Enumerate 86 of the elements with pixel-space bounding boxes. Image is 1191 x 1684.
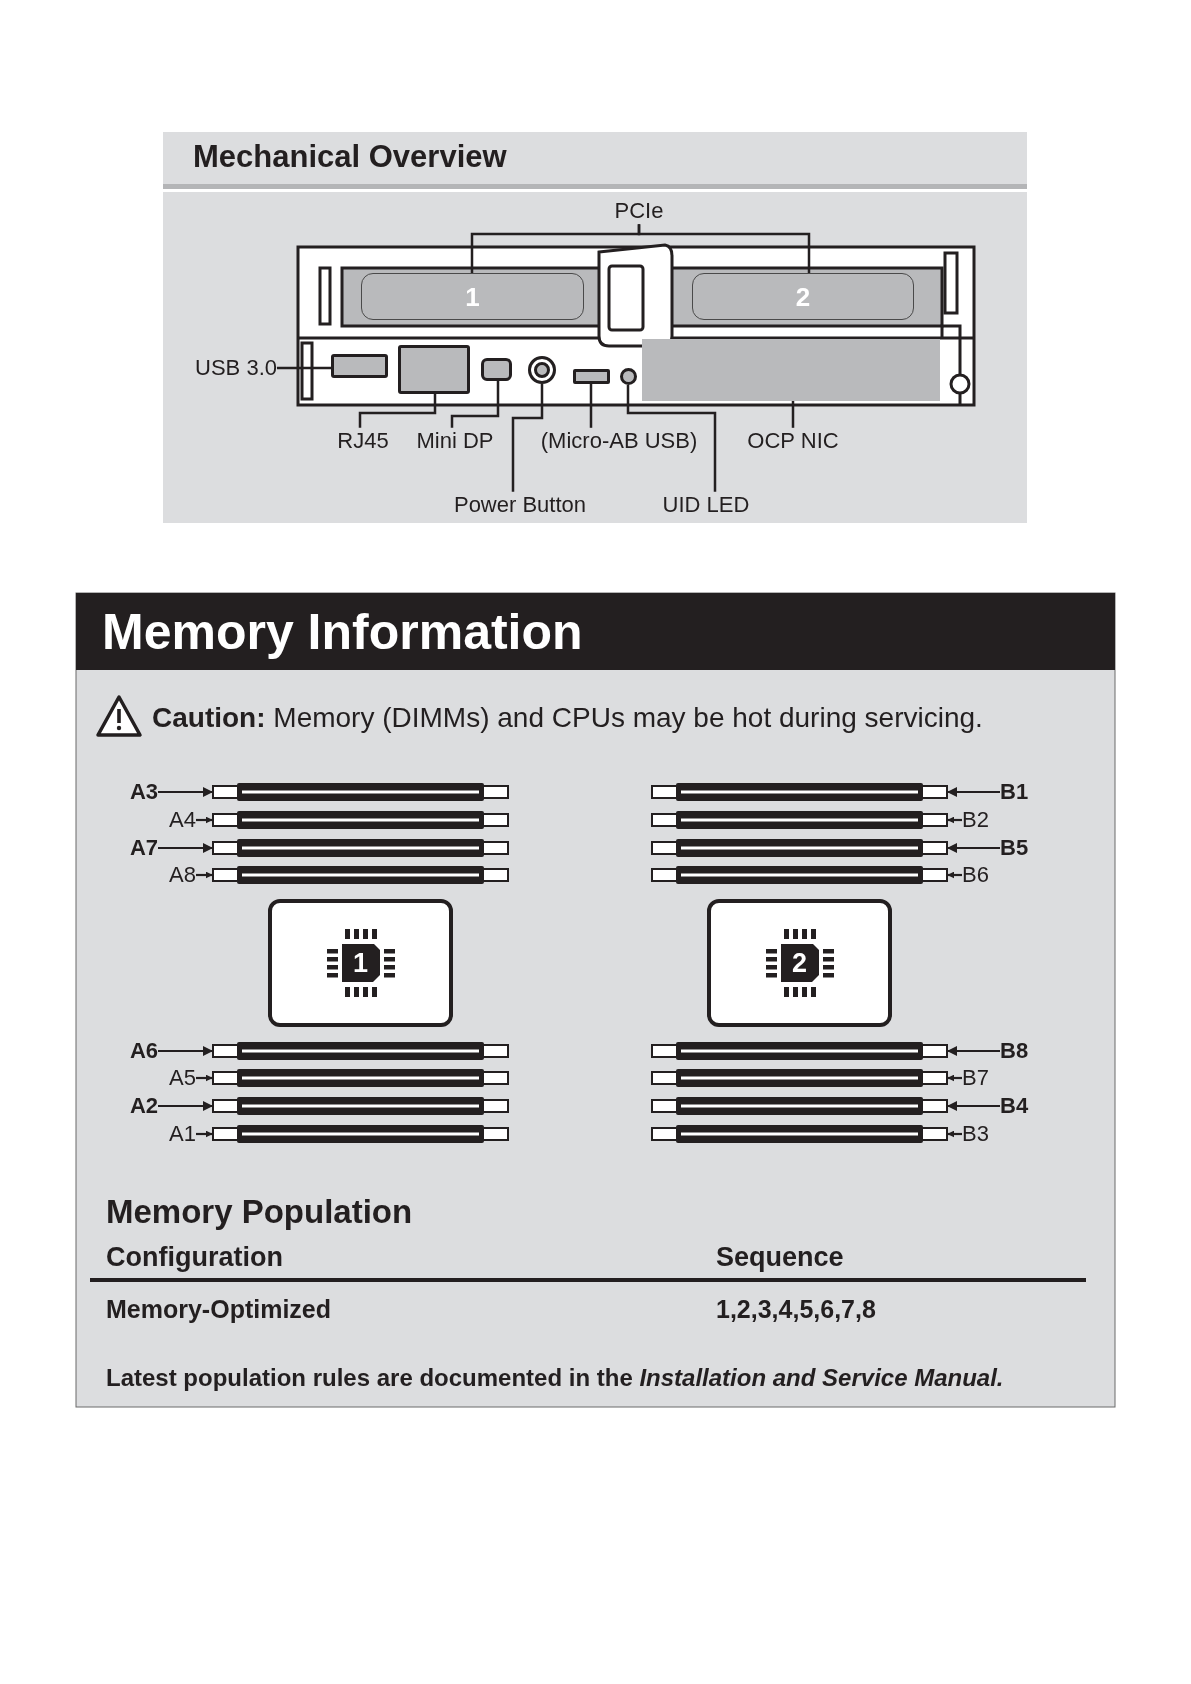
arrow xyxy=(158,843,213,853)
arrow xyxy=(158,1101,213,1111)
leader-line xyxy=(450,381,500,428)
slot-label: A3 xyxy=(129,778,158,806)
dimm-slot xyxy=(212,1069,509,1087)
cpu-number: 1 xyxy=(353,949,368,977)
slot-label: A4 xyxy=(169,806,196,834)
leader-line xyxy=(626,385,717,492)
column-header: Sequence xyxy=(716,1240,844,1274)
cpu-socket xyxy=(707,899,892,1027)
cpu-socket xyxy=(268,899,453,1027)
dimm-slot xyxy=(212,811,509,829)
slot-label: B3 xyxy=(962,1120,989,1148)
arrow xyxy=(196,1074,213,1082)
slot-label: A6 xyxy=(129,1037,158,1065)
table-heading: Memory Population xyxy=(106,1192,413,1232)
arrow xyxy=(196,1130,213,1138)
arrow xyxy=(947,1130,962,1138)
slot-label: B6 xyxy=(962,861,989,889)
arrow xyxy=(947,871,962,879)
leader-line xyxy=(791,401,795,428)
slot-label: A5 xyxy=(169,1064,196,1092)
footnote: Latest population rules are documented in the Installation and Service Manual. xyxy=(106,1363,1004,1393)
nic-bay xyxy=(642,339,940,401)
slot-number: 2 xyxy=(795,283,811,310)
usb-port xyxy=(573,369,610,384)
dimm-slot xyxy=(212,1125,509,1143)
arrow xyxy=(947,787,1000,797)
dimm-slot xyxy=(651,1042,948,1060)
dimm-slot xyxy=(212,783,509,801)
slot-label: A7 xyxy=(129,834,158,862)
table-cell: Memory-Optimized xyxy=(106,1294,332,1324)
slot-label: A1 xyxy=(169,1120,196,1148)
pcie-slot xyxy=(692,273,914,320)
rj45-port xyxy=(398,345,470,394)
slot-label: B8 xyxy=(1000,1037,1029,1065)
arrow xyxy=(947,1074,962,1082)
callout-label: OCP NIC xyxy=(747,427,839,455)
table-cell: 1,2,3,4,5,6,7,8 xyxy=(716,1294,876,1324)
pcie-slot xyxy=(361,273,584,320)
arrow xyxy=(196,871,213,879)
slot-label: B2 xyxy=(962,806,989,834)
slot-label: B5 xyxy=(1000,834,1029,862)
dimm-slot xyxy=(651,811,948,829)
dimm-slot xyxy=(651,1097,948,1115)
slot-label: A2 xyxy=(129,1092,158,1120)
caution-note: Caution: Memory (DIMMs) and CPUs may be hot during servicing. xyxy=(152,701,983,735)
slot-label: A8 xyxy=(169,861,196,889)
leader-line xyxy=(637,224,811,273)
slot-label: B4 xyxy=(1000,1092,1029,1120)
dimm-slot xyxy=(212,866,509,884)
column-header: Configuration xyxy=(106,1240,283,1274)
usb-port xyxy=(331,354,388,378)
arrow xyxy=(947,816,962,824)
leader-line xyxy=(358,394,437,428)
dimm-slot xyxy=(212,1097,509,1115)
callout-label: USB 3.0 xyxy=(195,354,277,382)
arrow xyxy=(158,787,213,797)
leader-line xyxy=(589,384,593,428)
callout-label: RJ45 xyxy=(337,427,389,455)
slot-label: B7 xyxy=(962,1064,989,1092)
dimm-slot xyxy=(212,1042,509,1060)
slot-number: 1 xyxy=(465,283,480,310)
section-heading: Memory Information xyxy=(102,603,583,662)
leader-line xyxy=(511,384,544,492)
callout-label: Power Button xyxy=(453,491,587,519)
dimm-slot xyxy=(651,866,948,884)
dimm-slot xyxy=(651,1125,948,1143)
dimm-slot xyxy=(651,839,948,857)
dimm-slot xyxy=(651,783,948,801)
leader-line xyxy=(277,366,331,370)
callout-label: PCIe xyxy=(614,197,664,225)
display-port xyxy=(481,358,512,381)
arrow xyxy=(947,1046,1000,1056)
slot-label: B1 xyxy=(1000,778,1029,806)
cpu-number: 2 xyxy=(792,949,807,977)
arrow xyxy=(196,816,213,824)
arrow xyxy=(947,843,1000,853)
dimm-slot xyxy=(651,1069,948,1087)
section-heading: Mechanical Overview xyxy=(193,138,507,176)
callout-label: UID LED xyxy=(662,491,750,519)
arrow xyxy=(158,1046,213,1056)
arrow xyxy=(947,1101,1000,1111)
callout-label: (Micro-AB USB) xyxy=(540,427,698,455)
dimm-slot xyxy=(212,839,509,857)
callout-label: Mini DP xyxy=(416,427,494,455)
